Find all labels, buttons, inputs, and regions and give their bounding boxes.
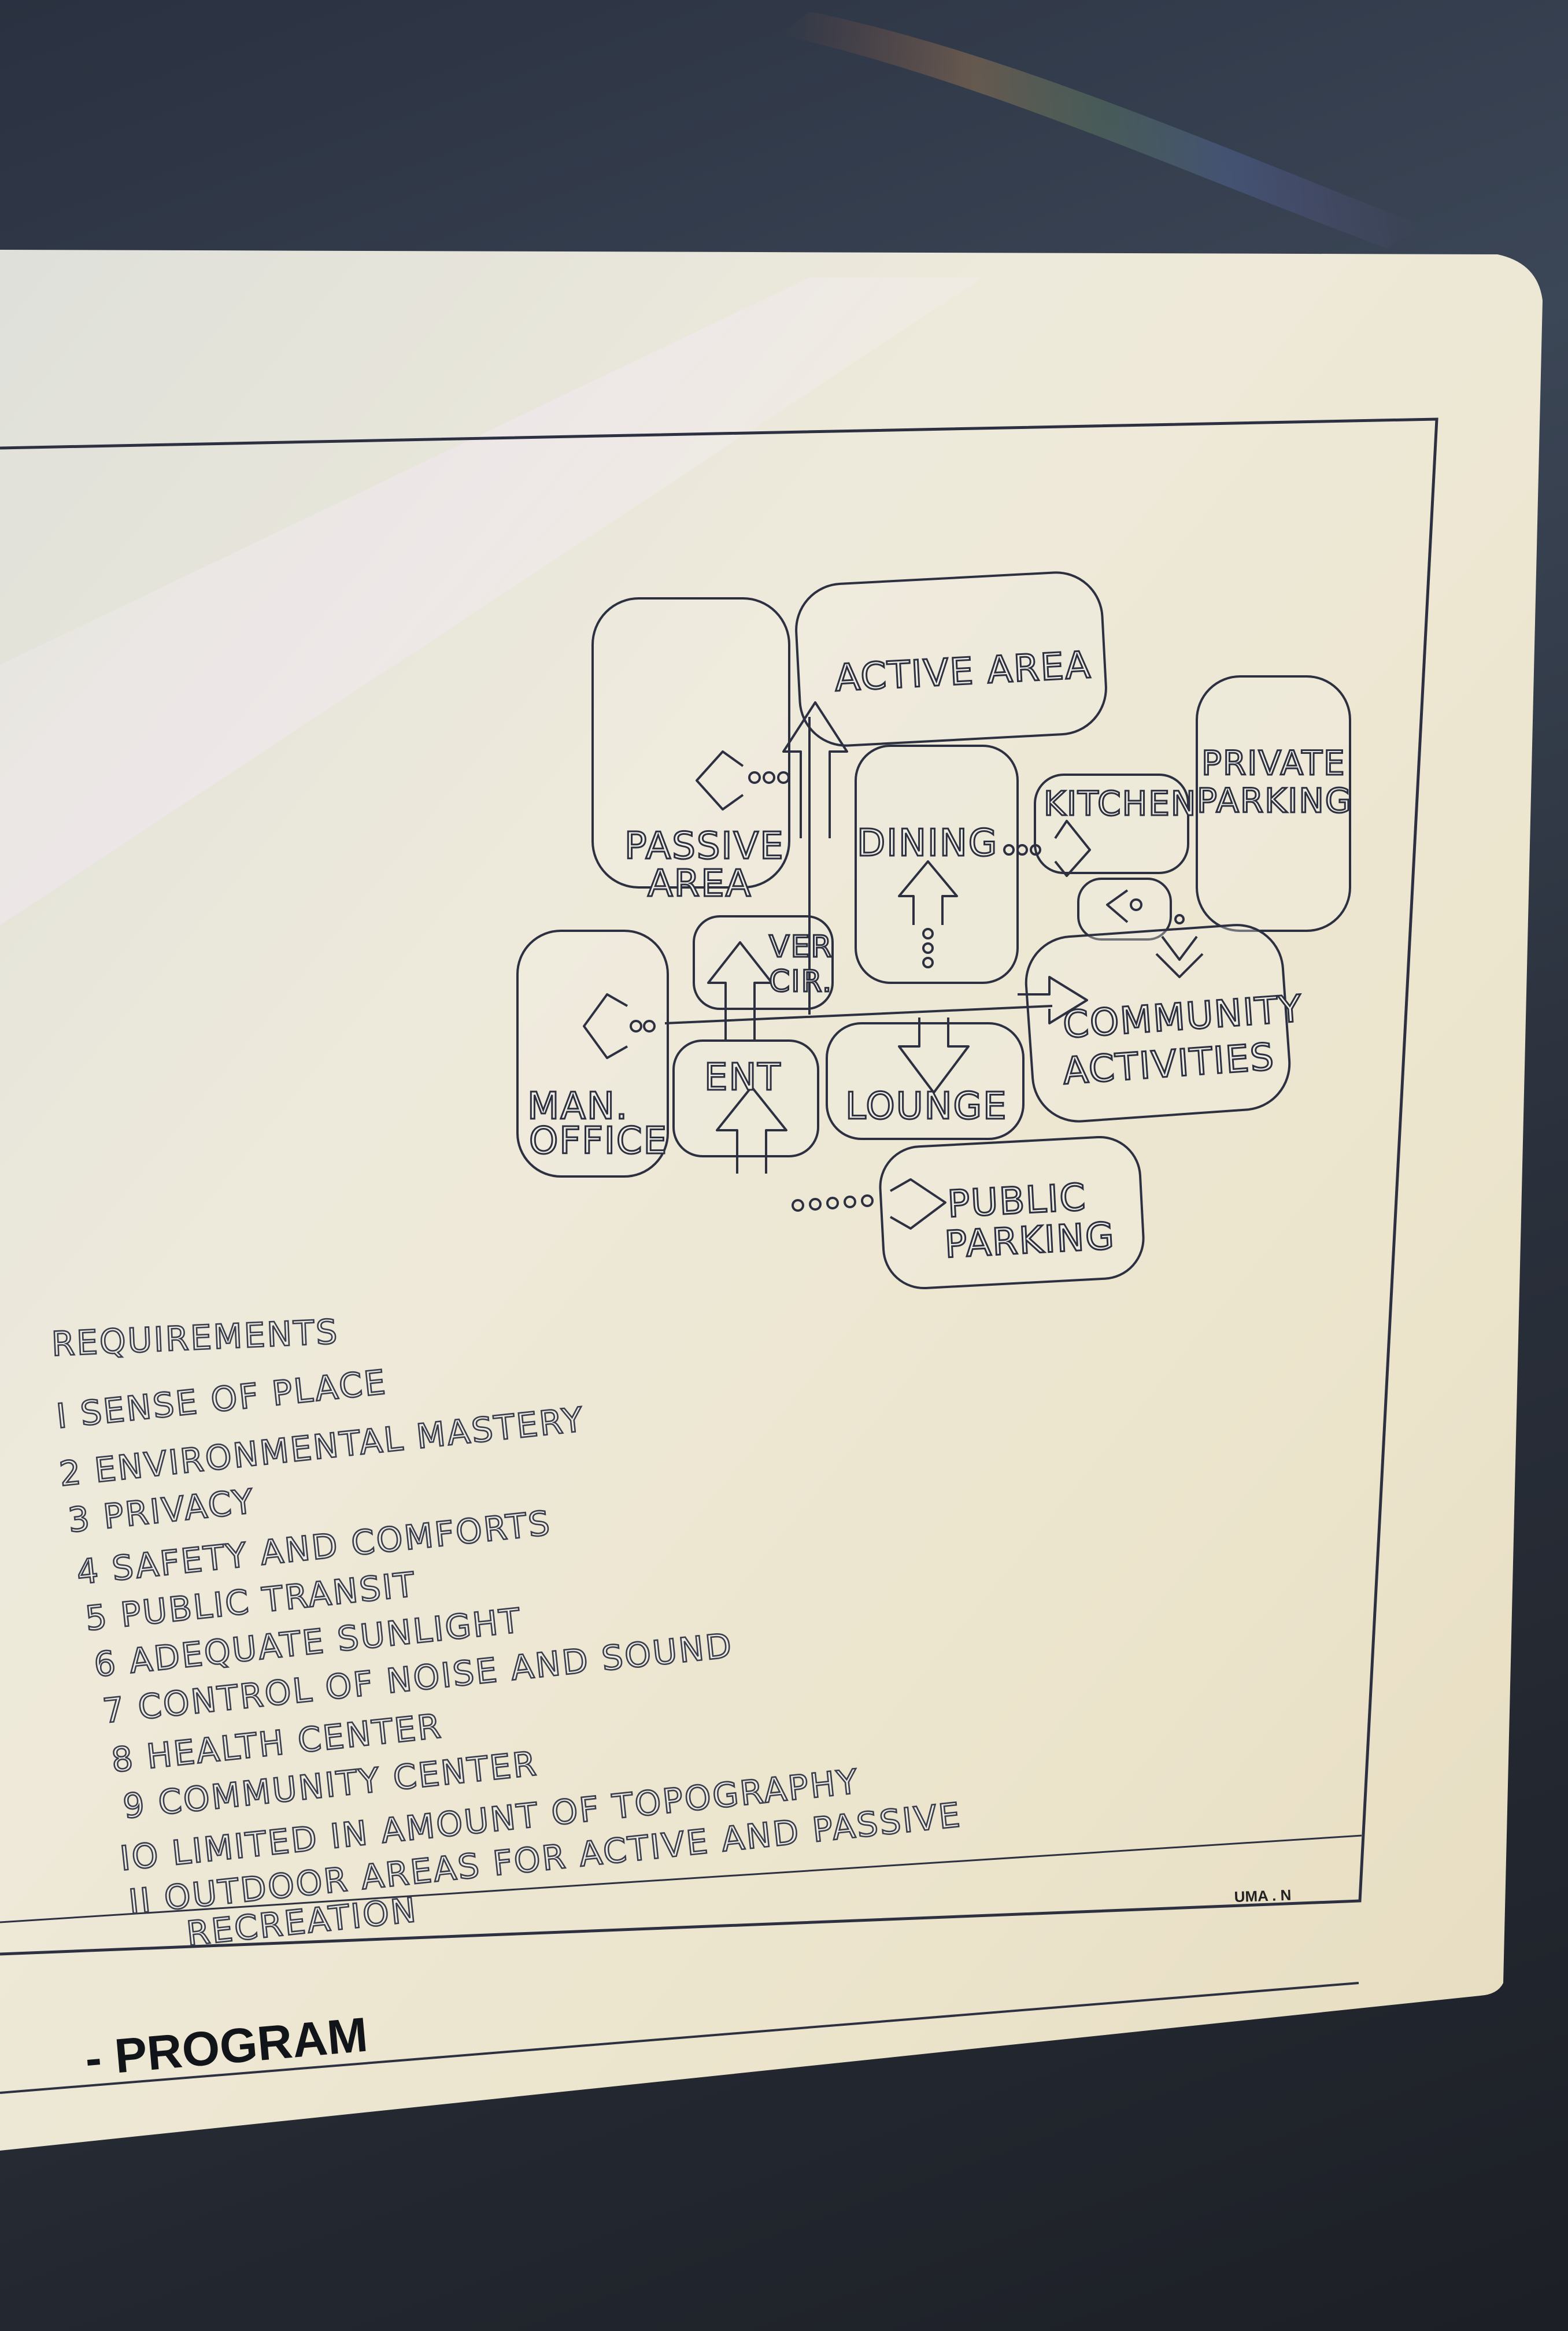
title-underline <box>0 1982 1359 2094</box>
label-passive-area-2: AREA <box>648 863 752 905</box>
frame-border <box>0 417 1438 1956</box>
label-private-parking-2: PARKING <box>1197 781 1352 820</box>
arrow-into-dining <box>898 860 958 925</box>
lens-flare <box>781 12 1422 249</box>
label-dining: DINING <box>857 822 998 865</box>
paper-sheet <box>0 250 1543 2151</box>
arrow-parking-to-community <box>1155 935 1204 978</box>
label-passive-area-1: PASSIVE <box>624 825 785 868</box>
ver-cir-bubble <box>693 915 834 1010</box>
man-office-bubble <box>516 930 669 1178</box>
label-lounge: LOUNGE <box>845 1085 1008 1128</box>
label-kitchen: KITCHEN <box>1044 784 1197 823</box>
arrow-to-public-parking <box>890 1178 946 1230</box>
dining-bubble <box>855 745 1019 984</box>
bubble-diagram: ACTIVE AREA PASSIVE AREA DINING KITCHEN … <box>516 571 1352 1290</box>
community-bubble <box>1025 924 1291 1123</box>
kitchen-bubble <box>1034 774 1189 874</box>
arrow-kitchen-link <box>1106 889 1129 923</box>
label-public-parking-2: PARKING <box>944 1215 1116 1267</box>
label-man-office-1: MAN. <box>527 1085 628 1128</box>
arrow-into-ent <box>716 1086 787 1174</box>
arrow-to-ver-cir <box>707 941 773 1041</box>
circulation-spine <box>664 717 1053 1024</box>
arrow-to-active-area <box>782 701 848 838</box>
arrow-to-man-office <box>583 993 628 1059</box>
private-parking-bubble <box>1196 675 1351 932</box>
label-man-office-2: OFFICE <box>529 1120 668 1163</box>
service-link-bubble <box>1077 878 1172 941</box>
arrow-to-community <box>1018 976 1088 1024</box>
label-private-parking-1: PRIVATE <box>1201 743 1346 783</box>
label-ent: ENT <box>704 1056 781 1099</box>
label-ver-cir-2: CIR. <box>769 964 833 999</box>
frame-inner-line <box>0 1834 1362 1923</box>
label-ver-cir-1: VER <box>769 930 833 964</box>
arrow-to-lounge <box>898 1018 970 1094</box>
label-public-parking-1: PUBLIC <box>946 1176 1088 1226</box>
light-flare <box>0 278 983 925</box>
arrow-to-kitchen <box>1054 820 1091 877</box>
arrow-to-passive-area <box>696 750 744 811</box>
public-parking-bubble <box>879 1135 1145 1290</box>
ent-bubble <box>672 1039 819 1157</box>
signature: UMA . N <box>1234 1886 1292 1906</box>
dot-trails <box>630 771 1185 1212</box>
active-area-bubble <box>795 571 1107 747</box>
